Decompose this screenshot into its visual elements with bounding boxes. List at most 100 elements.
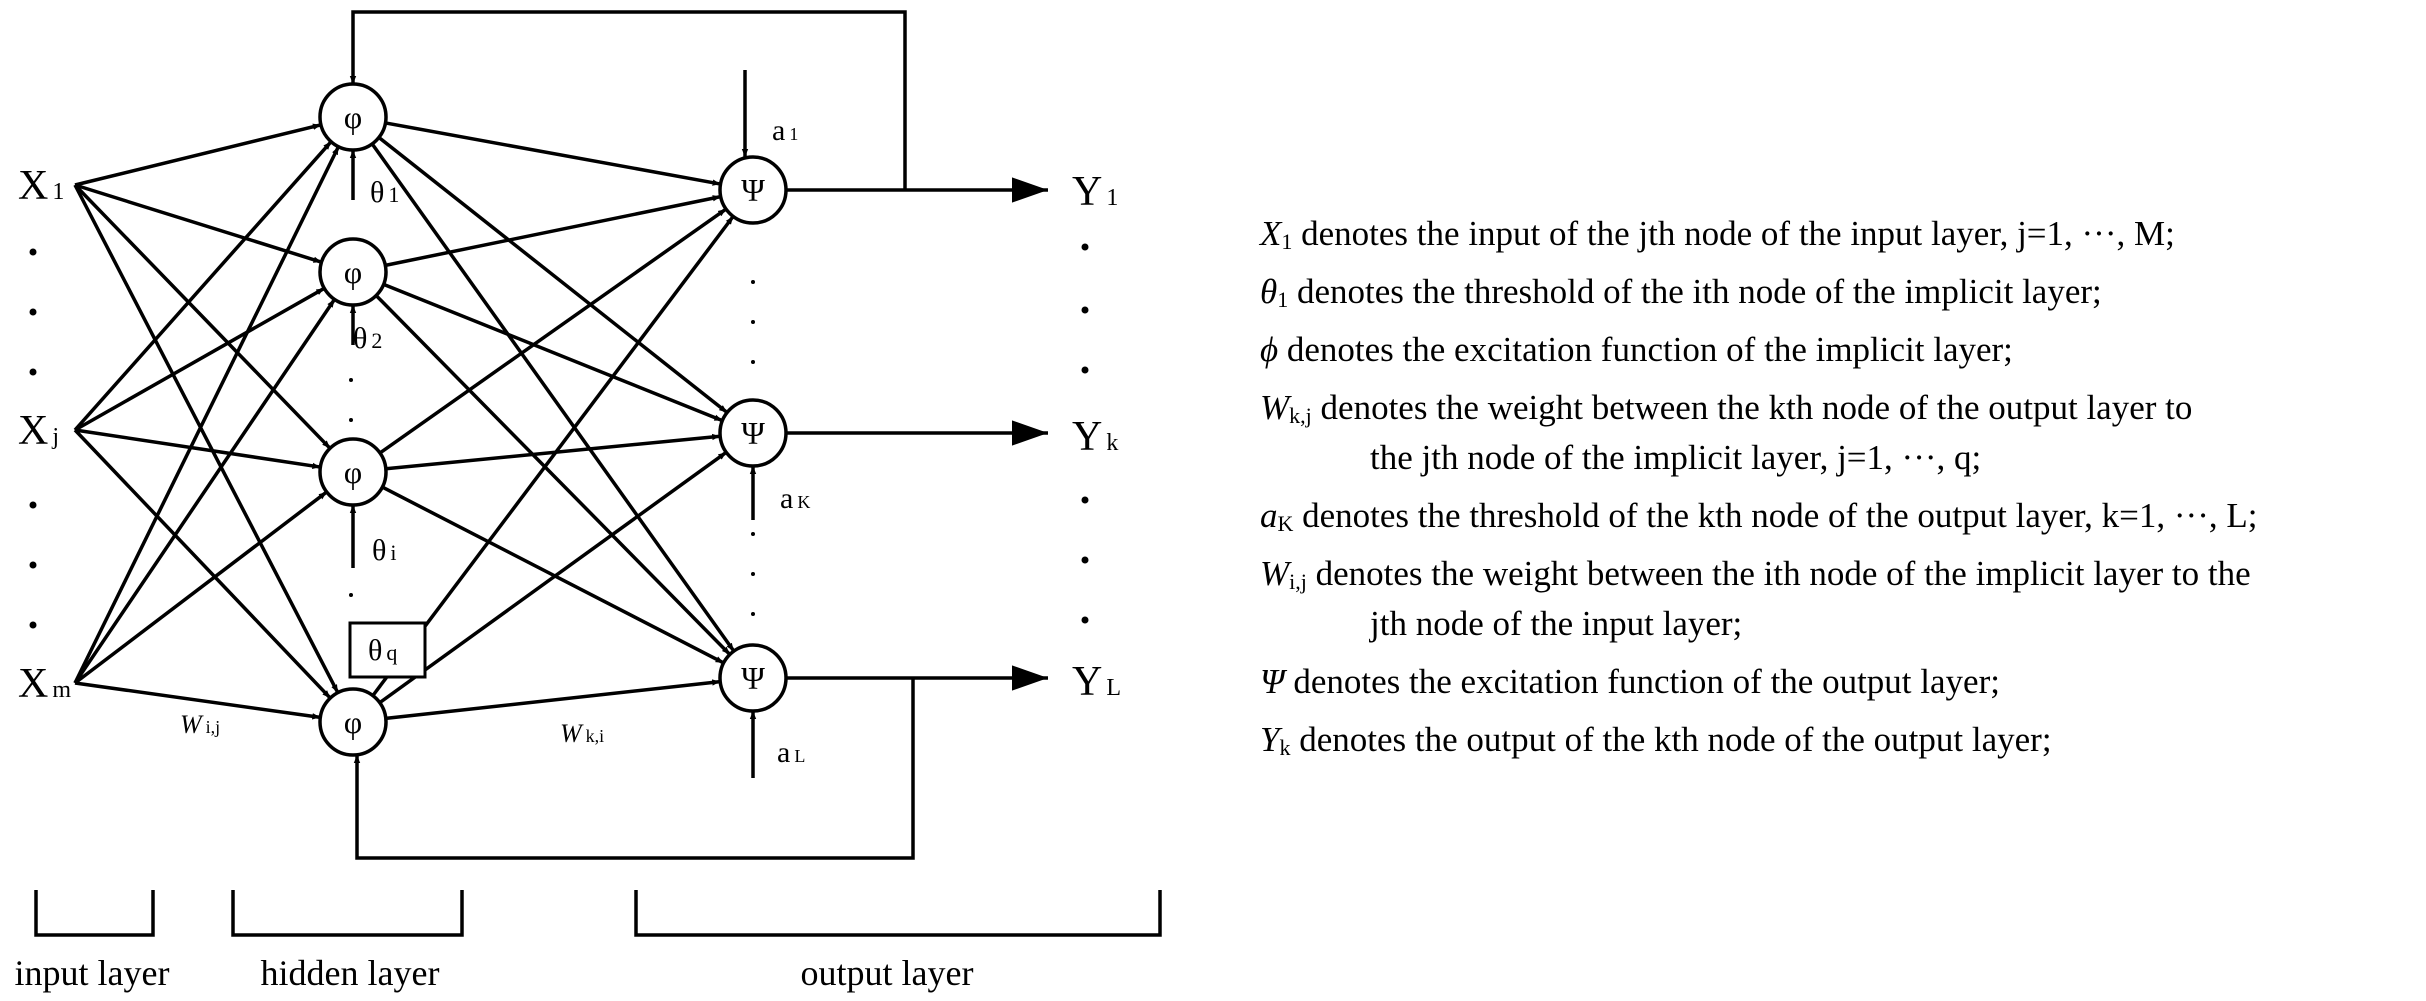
edge-input3-hidden3 [73, 490, 328, 685]
legend-symbol: W [1260, 554, 1290, 593]
ellipsis-dot [29, 621, 37, 629]
input-layer-label: input layer [15, 953, 170, 993]
legend-item: Ψ denotes the excitation function of the… [1260, 653, 2410, 711]
edge-input3-hidden2 [73, 298, 336, 684]
output-layer-bracket [634, 890, 1162, 937]
legend-text: denotes the weight between the ith node … [1306, 554, 2251, 593]
legend-subscript: 1 [1277, 287, 1289, 312]
ellipsis-dot [29, 308, 37, 316]
edge-input1-hidden3 [73, 183, 332, 450]
hidden-node-3 [318, 437, 388, 507]
legend-item: ϕ denotes the excitation function of the… [1260, 321, 2410, 379]
input-layer-bracket [34, 890, 155, 937]
legend-item: Yk denotes the output of the kth node of… [1260, 711, 2410, 769]
ellipsis-dot [751, 360, 755, 364]
ellipsis-dot [1081, 243, 1089, 251]
legend-item: X1 denotes the input of the jth node of … [1260, 205, 2410, 263]
edge-input1-hidden2 [74, 183, 323, 264]
edge-input2-hidden3 [74, 428, 321, 470]
output-node-symbol: Ψ [741, 172, 765, 208]
legend-symbol: a [1260, 496, 1278, 535]
edge-hidden3-output3 [381, 485, 725, 665]
edge-hidden4-output1 [371, 215, 735, 697]
feedback-bottom [353, 678, 915, 860]
ellipsis-dot [1081, 616, 1089, 624]
ellipsis-dot [349, 593, 353, 597]
hidden-layer-label: hidden layer [261, 953, 440, 993]
ellipsis-dot [349, 418, 353, 422]
legend-item: Wi,j denotes the weight between the ith … [1260, 545, 2410, 603]
legend-text: denotes the threshold of the kth node of… [1293, 496, 2258, 535]
legend-item: θ1 denotes the threshold of the ith node… [1260, 263, 2410, 321]
ellipsis-dot [29, 561, 37, 569]
legend-symbol: W [1260, 388, 1290, 427]
legend-symbol: θ [1260, 272, 1278, 311]
legend-text: denotes the input of the jth node of the… [1292, 214, 2175, 253]
edge-input2-hidden1 [73, 140, 333, 432]
hidden-node-4 [318, 687, 388, 757]
ellipsis-dot [1081, 556, 1089, 564]
legend-continuation: the jth node of the implicit layer, j=1,… [1370, 438, 1982, 477]
thetaq-box [348, 621, 427, 679]
hidden-node-symbol: φ [344, 99, 362, 135]
ellipsis-dot [29, 248, 37, 256]
legend-symbol: Ψ [1260, 662, 1285, 701]
output-node-1 [718, 155, 788, 225]
legend-symbol: Y [1260, 720, 1280, 759]
ellipsis-dot [751, 532, 755, 536]
edge-hidden3-output2 [385, 433, 721, 471]
hidden-node-2 [318, 237, 388, 307]
connection-lines [73, 10, 1048, 860]
legend-continuation: jth node of the input layer; [1370, 604, 1743, 643]
hidden-node-1 [318, 82, 388, 152]
edge-hidden1-output1 [385, 121, 721, 186]
feedback-top [349, 10, 907, 190]
output-node-symbol: Ψ [741, 660, 765, 696]
legend-text: denotes the output of the kth node of th… [1290, 720, 2052, 759]
legend: X1 denotes the input of the jth node of … [1260, 205, 2410, 769]
ellipsis-dot [29, 501, 37, 509]
edge-input2-hidden2 [74, 286, 326, 432]
legend-symbol: ϕ [1260, 330, 1279, 369]
hidden-layer-bracket [231, 890, 464, 937]
edge-hidden4-output2 [378, 450, 728, 705]
output-layer-label: output layer [801, 953, 974, 993]
hidden-node-symbol: φ [344, 254, 362, 290]
edge-input1-hidden1 [74, 123, 322, 187]
ellipsis-dot [751, 280, 755, 284]
legend-subscript: i,j [1289, 569, 1307, 594]
ellipsis-dot [1081, 366, 1089, 374]
legend-subscript: k [1279, 735, 1291, 760]
legend-subscript: k,j [1289, 403, 1312, 428]
ellipsis-dot [29, 368, 37, 376]
hidden-node-symbol: φ [344, 454, 362, 490]
legend-text: denotes the excitation function of the i… [1278, 330, 2013, 369]
legend-text: denotes the threshold of the ith node of… [1288, 272, 2102, 311]
ellipsis-dot [349, 378, 353, 382]
legend-subscript: 1 [1281, 229, 1293, 254]
edge-input1-hidden4 [73, 184, 340, 694]
edge-hidden3-output1 [378, 207, 728, 455]
legend-text: denotes the excitation function of the o… [1284, 662, 2000, 701]
edge-input3-hidden1 [73, 145, 341, 684]
legend-item: aK denotes the threshold of the kth node… [1260, 487, 2410, 545]
ellipsis-dot [751, 612, 755, 616]
edge-hidden1-output3 [370, 142, 736, 653]
output-node-symbol: Ψ [741, 415, 765, 451]
edge-hidden2-output3 [374, 294, 732, 656]
